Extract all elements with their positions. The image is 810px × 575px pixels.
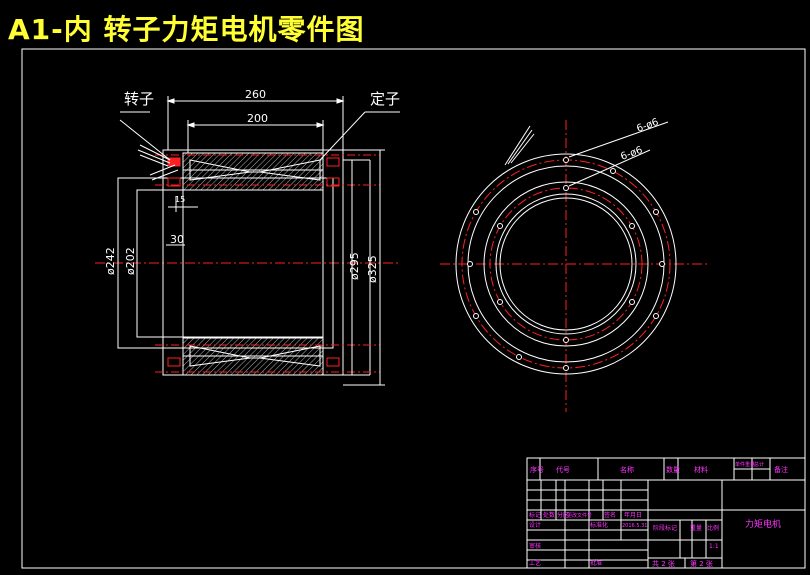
label-rotor: 转子 [124, 90, 154, 108]
tb-process: 工艺 [529, 559, 541, 567]
dim-202: ø202 [124, 247, 137, 275]
tb-qty: 数量 [666, 465, 680, 474]
dim-325: ø325 [366, 255, 379, 283]
tb-sheets: 共 2 张 [652, 559, 675, 568]
tb-change: 更改文件号 [567, 512, 592, 519]
tb-seq: 序号 [530, 465, 544, 474]
tb-sheetno: 第 2 张 [690, 559, 713, 568]
end-view [440, 120, 708, 412]
dim-295: ø295 [348, 252, 361, 280]
tb-scaleh: 比例 [707, 524, 719, 532]
tb-date: 2016.5.31 [622, 523, 647, 529]
tb-wt: 重量 [690, 524, 702, 532]
drawing-title: A1-内 转子力矩电机零件图 [8, 13, 365, 46]
label-stator: 定子 [370, 90, 400, 108]
tb-zone: 分区 [557, 511, 569, 519]
inner-bore [499, 197, 633, 331]
tb-material: 材料 [694, 465, 708, 474]
tb-review: 审核 [529, 542, 541, 550]
outer-ring [455, 153, 677, 375]
tb-scale: 1:1 [709, 543, 719, 550]
drawing-frame [21, 48, 806, 569]
dim-30: 30 [170, 233, 184, 246]
tb-total: 总计 [754, 461, 764, 468]
tb-dateh: 年月日 [624, 511, 642, 519]
tb-mark: 标记 [529, 511, 541, 519]
tb-remarks: 备注 [774, 465, 788, 474]
tb-stage: 阶段标记 [653, 524, 677, 532]
tb-approve: 批准 [590, 559, 602, 567]
tb-design: 设计 [529, 521, 541, 529]
dim-200: 200 [247, 112, 268, 125]
holes-inner-note: 6-ø6 [619, 145, 644, 163]
tb-name: 名称 [620, 465, 634, 474]
tb-code: 代号 [556, 465, 570, 474]
title-block [526, 457, 806, 569]
holes-outer-note: 6-ø6 [635, 117, 660, 135]
tb-count: 处数 [543, 511, 555, 519]
dim-15: 15 [175, 195, 185, 204]
tb-drawing-name: 力矩电机 [745, 518, 781, 530]
tb-weight: 单件重量 [735, 461, 755, 468]
dim-242: ø242 [104, 247, 117, 275]
dim-260: 260 [245, 88, 266, 101]
section-view [95, 96, 400, 386]
tb-standard: 标准化 [590, 521, 608, 529]
tb-sign: 签名 [604, 511, 616, 519]
